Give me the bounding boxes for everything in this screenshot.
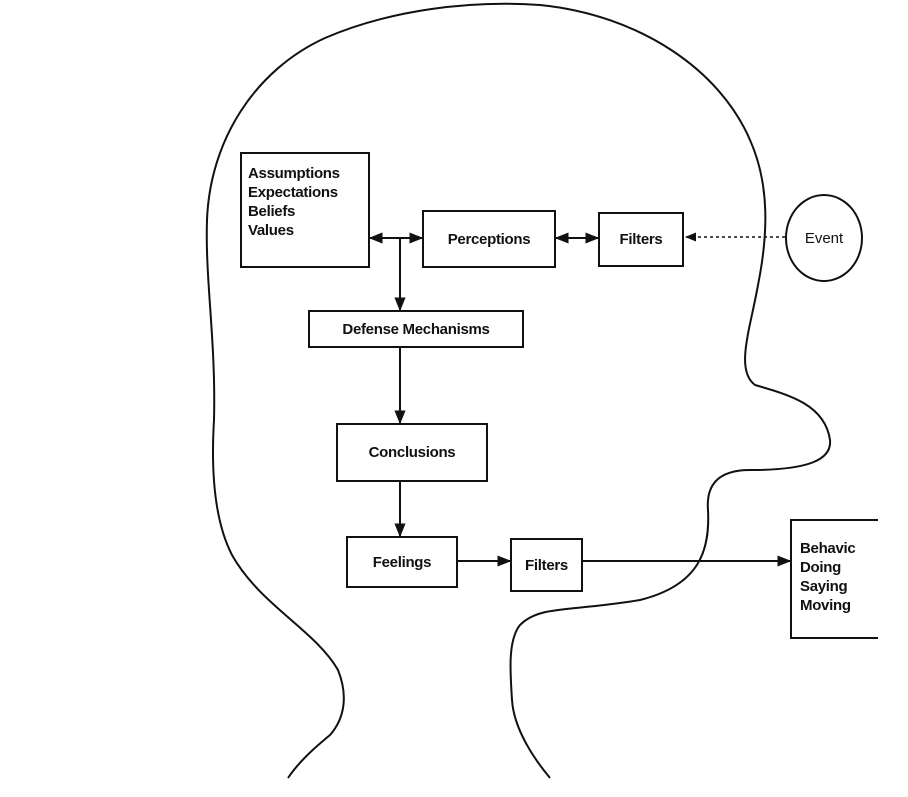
feelings-label: Feelings xyxy=(372,553,432,571)
event-oval: Event xyxy=(785,194,863,282)
output-filters-label: Filters xyxy=(525,556,568,574)
beliefs-line-values: Values xyxy=(248,222,294,239)
defense-mechanisms-box: Defense Mechanisms xyxy=(308,310,524,348)
beliefs-line-expectations: Expectations xyxy=(248,184,338,201)
behavior-box: Behavic Doing Saying Moving xyxy=(790,519,878,639)
defense-mechanisms-label: Defense Mechanisms xyxy=(342,320,490,338)
output-filters-box: Filters xyxy=(510,538,583,592)
beliefs-box: Assumptions Expectations Beliefs Values xyxy=(240,152,370,268)
input-filters-label: Filters xyxy=(619,231,663,248)
event-label: Event xyxy=(804,229,844,247)
conclusions-label: Conclusions xyxy=(368,444,456,461)
behavior-line-behavior: Behavic xyxy=(800,540,856,557)
beliefs-line-beliefs: Beliefs xyxy=(248,203,296,220)
perceptions-label: Perceptions xyxy=(447,230,531,248)
conclusions-box: Conclusions xyxy=(336,423,488,482)
head-outline xyxy=(205,2,832,779)
behavior-line-saying: Saying xyxy=(800,578,848,595)
behavior-line-doing: Doing xyxy=(800,559,841,576)
behavior-line-moving: Moving xyxy=(800,597,851,614)
beliefs-line-assumptions: Assumptions xyxy=(248,165,340,182)
perceptions-box: Perceptions xyxy=(422,210,556,268)
feelings-box: Feelings xyxy=(346,536,458,588)
input-filters-box: Filters xyxy=(598,212,684,267)
